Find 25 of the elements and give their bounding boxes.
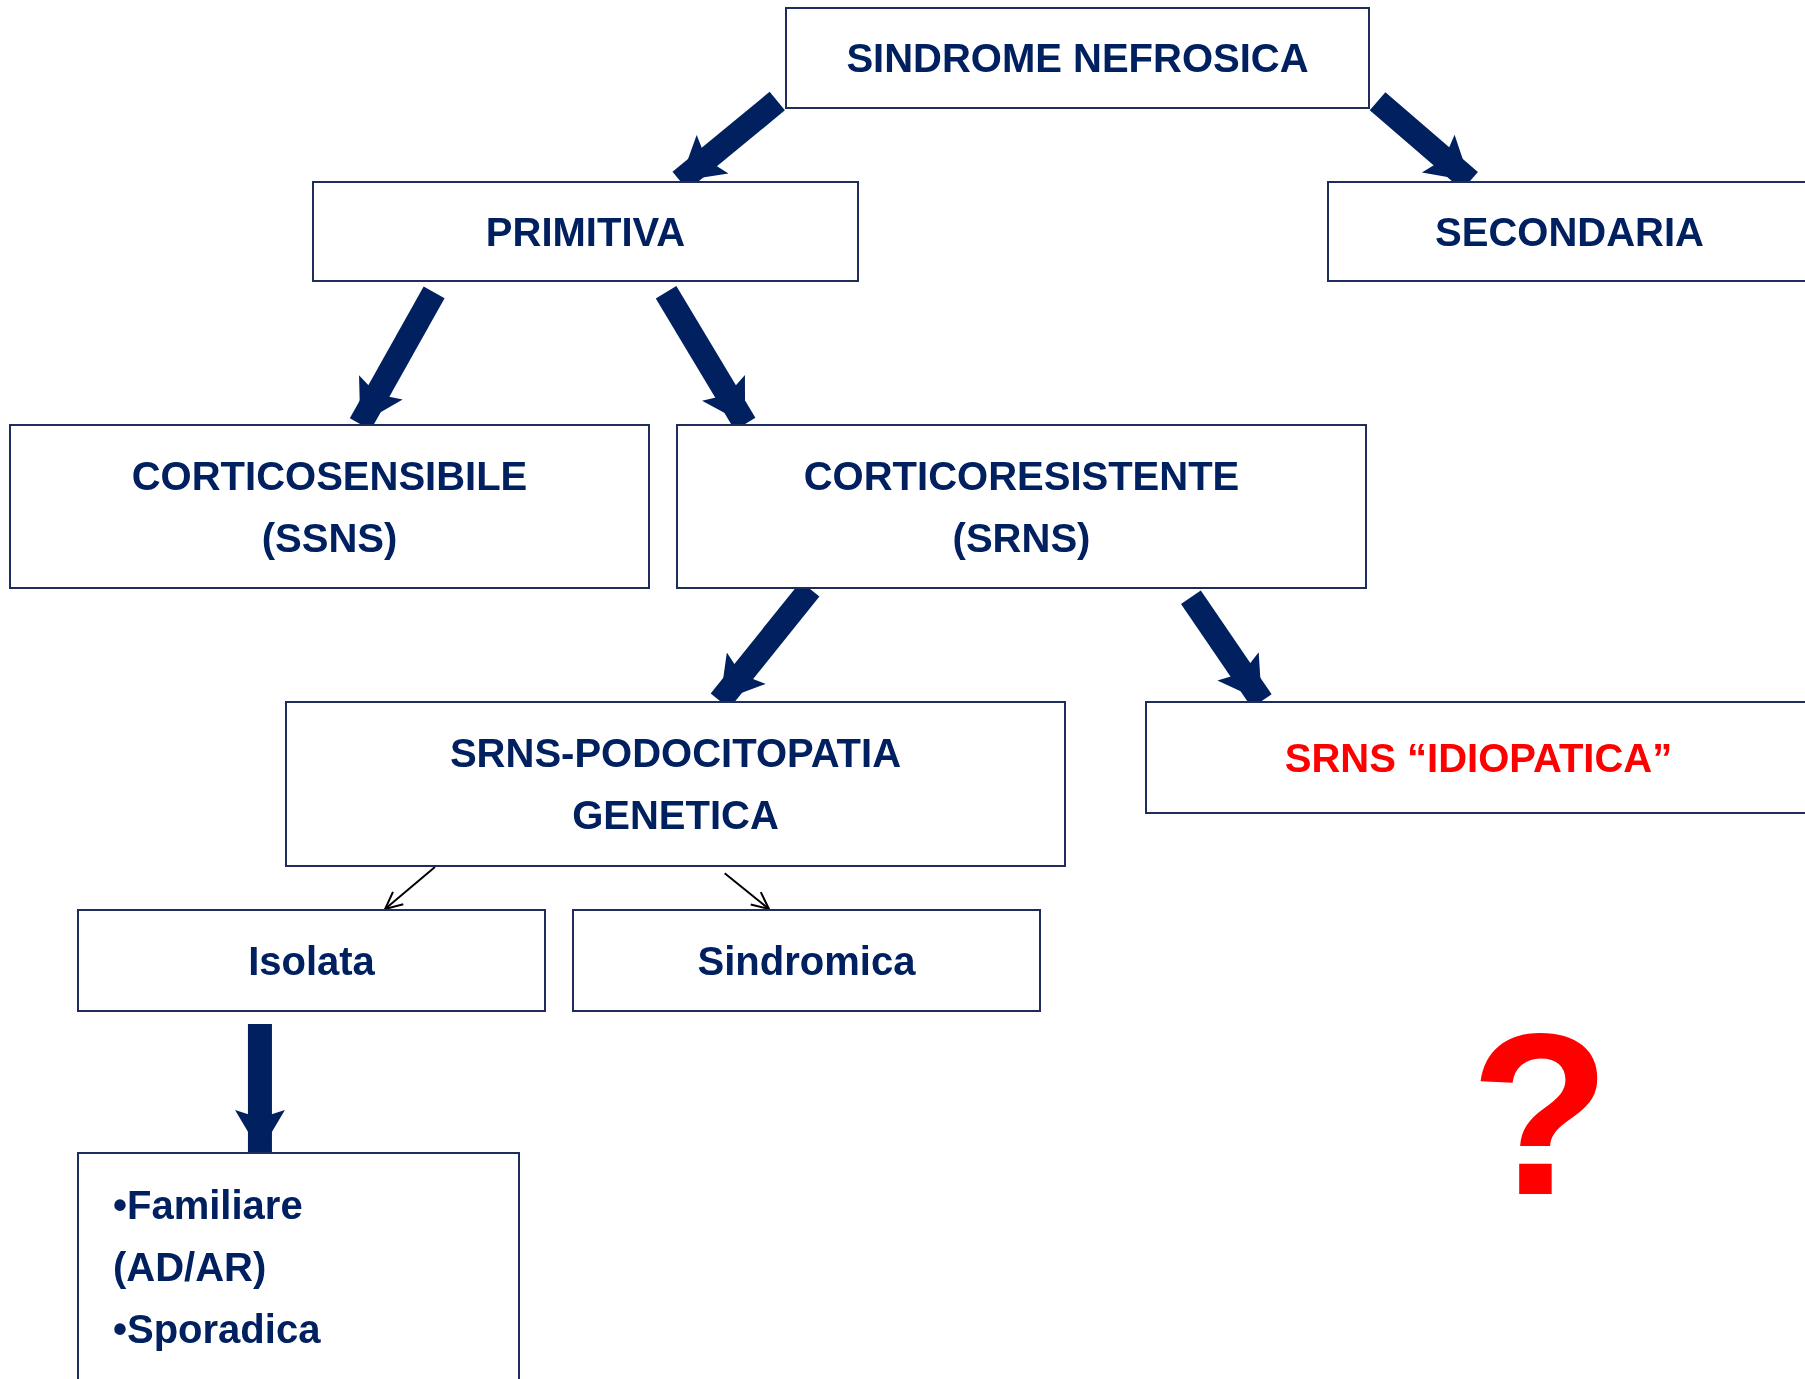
category-box bbox=[676, 424, 1367, 589]
box-label: Isolata bbox=[248, 937, 375, 985]
box-label: CORTICOSENSIBILE (SSNS) bbox=[130, 452, 529, 562]
question-mark: ? bbox=[1470, 1000, 1611, 1230]
category-box bbox=[1145, 701, 1805, 814]
box-label: SECONDARIA bbox=[1435, 208, 1704, 256]
category-box bbox=[9, 424, 650, 589]
category-box bbox=[285, 701, 1066, 867]
category-box bbox=[77, 909, 546, 1012]
box-label: •Familiare (AD/AR) bbox=[113, 1182, 304, 1291]
box-label: •Sporadica bbox=[113, 1306, 321, 1353]
category-box bbox=[1327, 181, 1805, 282]
arrow bbox=[384, 866, 436, 910]
category-box bbox=[77, 1152, 520, 1379]
box-label: SRNS “IDIOPATICA” bbox=[1284, 734, 1673, 782]
box-label: CORTICORESISTENTE (SRNS) bbox=[802, 452, 1241, 562]
box-label: Sindromica bbox=[697, 937, 916, 985]
box-label: PRIMITIVA bbox=[485, 208, 686, 256]
box-label: SRNS-PODOCITOPATIA GENETICA bbox=[448, 730, 903, 839]
category-box bbox=[312, 181, 859, 282]
arrow bbox=[234, 1023, 285, 1152]
category-box bbox=[785, 7, 1370, 109]
arrow bbox=[723, 872, 770, 910]
box-label: SINDROME NEFROSICA bbox=[846, 35, 1309, 82]
category-box bbox=[572, 909, 1041, 1012]
